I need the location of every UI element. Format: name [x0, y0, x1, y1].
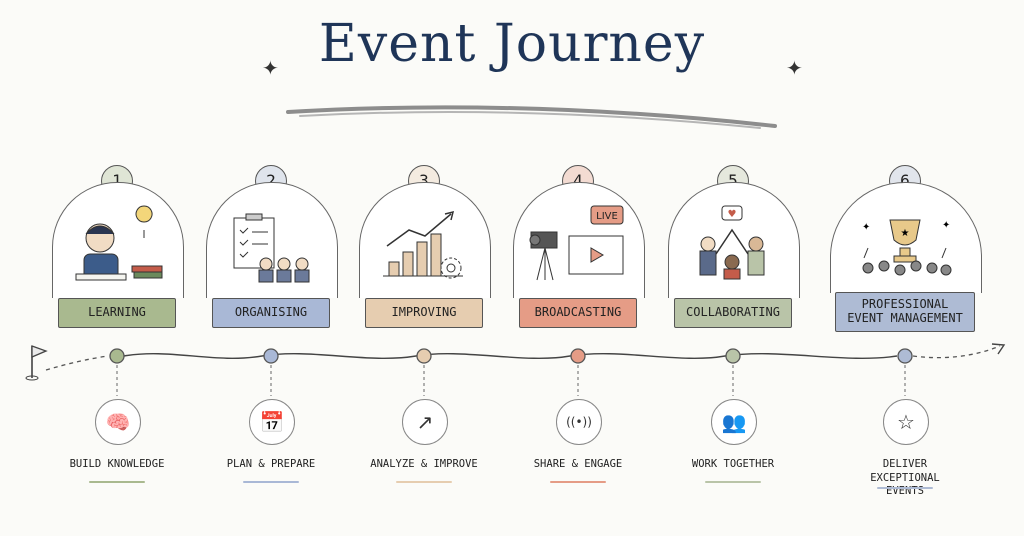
stage-caption: PLAN & PREPARE	[226, 458, 316, 470]
stage-illustration	[233, 213, 310, 283]
path-node	[570, 348, 586, 364]
path-node	[416, 348, 432, 364]
caption-underline	[705, 481, 761, 483]
caption-underline	[550, 481, 606, 483]
stage-banner: IMPROVING	[365, 298, 483, 328]
svg-text:✦: ✦	[862, 222, 870, 233]
caption-underline	[243, 481, 299, 483]
path-node	[725, 348, 741, 364]
stage-banner: BROADCASTING	[519, 298, 637, 328]
team-icon: 👥	[711, 399, 757, 445]
stage-illustration	[75, 205, 163, 281]
brain-icon: 🧠	[95, 399, 141, 445]
path-node	[897, 348, 913, 364]
caption-underline	[89, 481, 145, 483]
svg-text:LIVE: LIVE	[596, 211, 618, 222]
svg-text:★: ★	[901, 228, 910, 239]
stage-illustration	[383, 210, 463, 279]
trend-up-icon: ↗	[402, 399, 448, 445]
stage-illustration-frame	[359, 182, 491, 298]
calendar-clock-icon: 📅	[249, 399, 295, 445]
stage-caption: WORK TOGETHER	[691, 458, 775, 470]
signal-icon: ((•))	[556, 399, 602, 445]
svg-text:♥: ♥	[728, 209, 737, 220]
star-icon: ☆	[883, 399, 929, 445]
svg-text:✦: ✦	[942, 220, 950, 231]
path-node	[109, 348, 125, 364]
caption-underline	[877, 487, 933, 489]
stage-banner: LEARNING	[58, 298, 176, 328]
stage-banner: ORGANISING	[212, 298, 330, 328]
sparkle-icon: ✦	[786, 56, 803, 80]
caption-underline	[396, 481, 452, 483]
stage-illustration: ♥	[699, 205, 765, 280]
start-flag-icon	[25, 345, 48, 381]
stage-caption: ANALYZE & IMPROVE	[370, 458, 478, 470]
stage-banner: PROFESSIONAL EVENT MANAGEMENT	[835, 292, 975, 332]
stage-illustration: LIVE	[529, 205, 624, 281]
page-title: Event Journey	[318, 14, 706, 74]
stage-caption: BUILD KNOWLEDGE	[69, 458, 165, 470]
sparkle-icon: ✦	[262, 56, 279, 80]
stage-banner: COLLABORATING	[674, 298, 792, 328]
stage-caption: DELIVER EXCEPTIONAL EVENTS	[870, 458, 940, 498]
stage-caption: SHARE & ENGAGE	[533, 458, 623, 470]
stage-illustration: ★ ✦ ✦	[862, 219, 952, 276]
path-node	[263, 348, 279, 364]
